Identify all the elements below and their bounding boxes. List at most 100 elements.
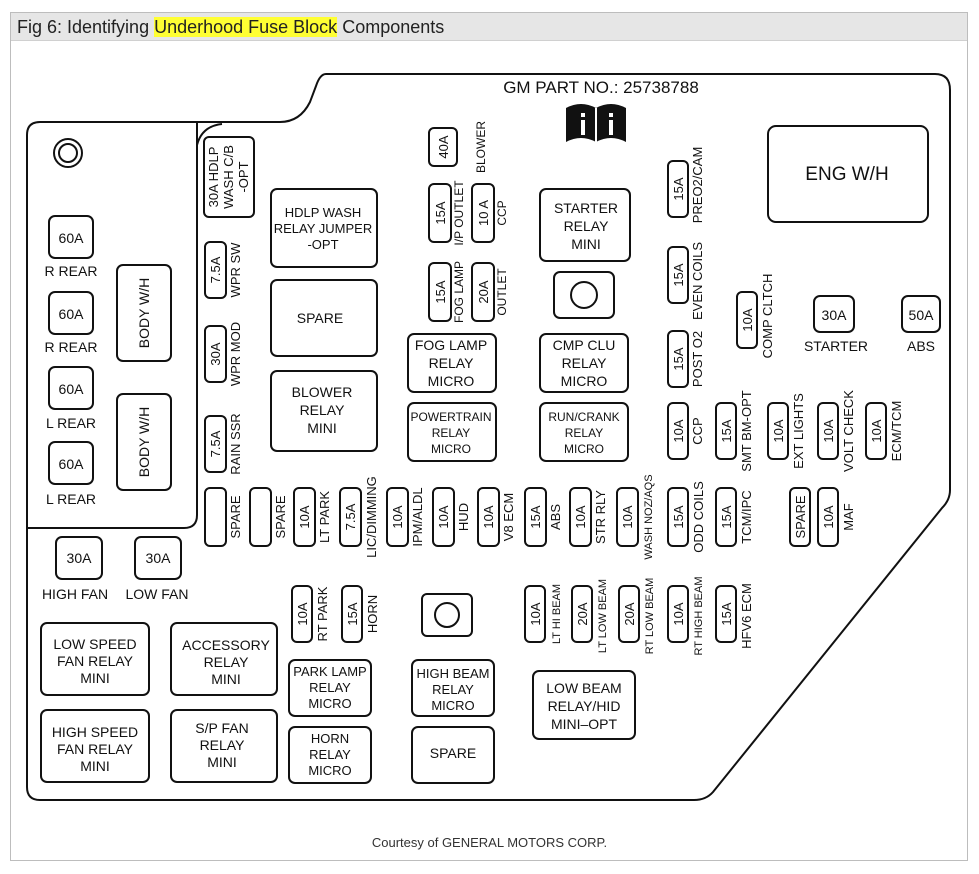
relay-line: BLOWER [292, 384, 353, 400]
fuse-label: ODD COILS [691, 481, 706, 553]
relay-line: HDLP WASH [285, 205, 362, 220]
fuse-label: HORN [365, 595, 380, 633]
fuse-hfv6-ecm [715, 585, 737, 643]
fuse-hud [432, 487, 455, 547]
relay-low-speed-fan [40, 622, 150, 696]
relay-line: FAN RELAY [57, 741, 134, 757]
connector-label: BODY W/H [136, 407, 152, 478]
fuse-low-fan [134, 536, 182, 580]
relay-line: RELAY [565, 426, 603, 440]
relay-socket-empty [553, 271, 615, 319]
socket-hole [570, 281, 598, 309]
fuse-value: 60A [59, 230, 85, 246]
relay-line: MINI [571, 236, 601, 252]
caption-suffix: Components [337, 17, 445, 37]
fuse-label: STARTER [804, 338, 868, 354]
fuse-value: 10A [436, 505, 451, 528]
relay-sp-fan [170, 709, 278, 783]
fuse-spare-b [249, 487, 272, 547]
fuse-label: ECM/TCM [889, 401, 904, 462]
fuse-label: WASH C/B [221, 145, 236, 209]
fuse-spare-a [204, 487, 227, 547]
fuse-value: 15A [345, 602, 360, 625]
relay-line: RELAY [429, 355, 475, 371]
fuse-label: CCP [690, 417, 705, 444]
inner-divider-corner [196, 123, 223, 146]
relay-line: LOW SPEED [53, 636, 136, 652]
relay-line: -OPT [307, 237, 338, 252]
relay-line: SPARE [430, 745, 476, 761]
relay-park-lamp [288, 659, 372, 717]
fuse-value: 30A HDLP [206, 147, 221, 208]
fuse-r-rear-2 [48, 291, 94, 335]
fuse-value: 7.5A [208, 430, 223, 457]
fuse-lic-dimming [339, 487, 362, 547]
relay-line: RELAY [562, 355, 608, 371]
fuse-label: V8 ECM [501, 493, 516, 541]
fuse-ipm-aldl [386, 487, 409, 547]
relay-line: MINI [80, 758, 110, 774]
fuse-block-outline [26, 73, 951, 801]
fuse-ccp-mid [667, 402, 689, 460]
relay-low-beam [532, 670, 636, 740]
relay-line: MICRO [428, 373, 475, 389]
fuse-label: HFV6 ECM [739, 583, 754, 649]
body-wh-connector-2 [116, 393, 172, 491]
fuse-label: EXT LIGHTS [791, 393, 806, 469]
fuse-ecm-tcm [865, 402, 887, 460]
relay-powertrain [407, 402, 497, 462]
fuse-ext-lights [767, 402, 789, 460]
relay-accessory [170, 622, 278, 696]
fuse-ccp-top [471, 183, 495, 243]
fuse-value: 7.5A [208, 256, 223, 283]
fuse-label: HIGH FAN [42, 586, 108, 602]
fuse-label: -OPT [236, 161, 251, 192]
fuse-label: ABS [907, 338, 935, 354]
fuse-label: POST O2 [690, 331, 705, 387]
figure-credit: Courtesy of GENERAL MOTORS CORP. [371, 835, 608, 850]
mounting-hole [53, 138, 83, 168]
fuse-label: RT HIGH BEAM [693, 576, 705, 655]
fuse-label: WPR MOD [228, 322, 243, 386]
relay-line: RELAY [204, 654, 250, 670]
fuse-label: LT LOW BEAM [597, 579, 609, 653]
fuse-blower-40 [428, 127, 458, 167]
fuse-label: R REAR [45, 263, 98, 279]
fuse-value: 10A [528, 602, 543, 625]
fuse-label: R REAR [45, 339, 98, 355]
connector-label: ENG W/H [805, 164, 888, 185]
relay-line: HIGH BEAM [417, 666, 490, 681]
fuse-value: 10A [869, 419, 884, 442]
fuse-value: 15A [433, 280, 448, 303]
fuse-rt-high-beam [667, 585, 689, 643]
socket-hole-2 [434, 602, 460, 628]
fuse-str-rly [569, 487, 592, 547]
fuse-r-rear-1 [48, 215, 94, 259]
relay-line: RELAY [300, 402, 346, 418]
fuse-smt-bm [715, 402, 737, 460]
fuse-label: SPARE [273, 495, 288, 538]
fuse-value: 7.5A [343, 503, 358, 530]
fuse-value: 60A [59, 456, 85, 472]
relay-line: RELAY/HID [548, 698, 621, 714]
mounting-hole-inner [58, 143, 78, 163]
fuse-lt-low-beam [571, 585, 593, 643]
fuse-label: I/P OUTLET [452, 180, 466, 246]
fuse-value: 30A [67, 550, 93, 566]
fuse-label: L REAR [46, 491, 96, 507]
fuse-rain-ssr [204, 415, 227, 473]
fuse-value: 30A [146, 550, 172, 566]
relay-horn [288, 726, 372, 784]
relay-line: RELAY [432, 682, 474, 697]
fuse-label: WASH NOZ/AQS [643, 474, 655, 559]
fuse-label: L REAR [46, 415, 96, 431]
fuse-label: MAF [841, 503, 856, 531]
fuse-value: 50A [909, 307, 935, 323]
relay-spare-1 [270, 279, 378, 357]
fuse-high-fan [55, 536, 103, 580]
fuse-label: CCP [495, 200, 509, 225]
fuse-value: 30A [208, 342, 223, 365]
fuse-abs-50 [901, 295, 941, 333]
fuse-label: LOW FAN [125, 586, 188, 602]
